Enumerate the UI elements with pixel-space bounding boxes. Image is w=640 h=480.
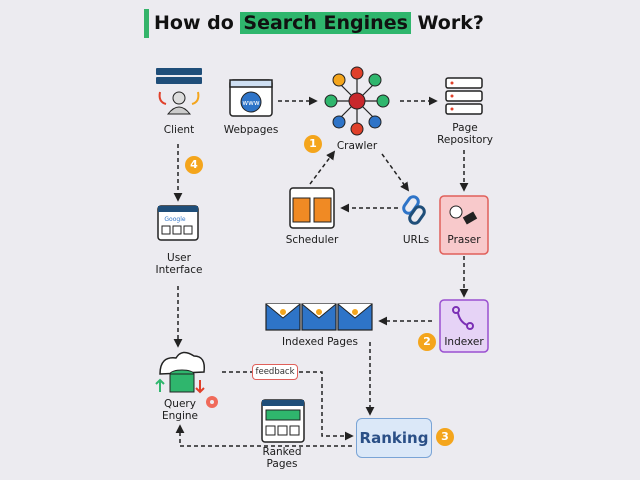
praser-icon bbox=[449, 205, 478, 225]
page-title: How do Search Engines Work? bbox=[154, 8, 484, 38]
step-badge-4: 4 bbox=[185, 156, 203, 174]
indexer-icon bbox=[452, 306, 474, 330]
arrow-ranking-query bbox=[175, 424, 352, 447]
label-user-interface: User Interface bbox=[155, 252, 203, 276]
label-praser: Praser bbox=[447, 234, 481, 246]
title-highlight: Search Engines bbox=[240, 12, 411, 34]
indexer-box bbox=[439, 299, 489, 353]
arrow-crawler-urls bbox=[381, 153, 410, 192]
label-client: Client bbox=[163, 124, 195, 136]
label-ranked-pages: Ranked Pages bbox=[262, 446, 302, 470]
title-suffix: Work? bbox=[410, 12, 484, 34]
user-interface-icon: Google bbox=[157, 205, 199, 241]
ranked-pages-icon bbox=[261, 399, 305, 443]
scheduler-icon bbox=[289, 187, 335, 229]
query-engine-icon bbox=[155, 351, 206, 394]
label-indexer: Indexer bbox=[444, 336, 484, 348]
label-page-repository: Page Repository bbox=[437, 122, 493, 146]
svg-text:www: www bbox=[242, 99, 259, 107]
step-badge-3: 3 bbox=[436, 428, 454, 446]
page-repository-icon bbox=[445, 77, 483, 115]
webpages-icon: www bbox=[229, 79, 273, 117]
step-badge-1: 1 bbox=[304, 135, 322, 153]
crawler-icon bbox=[324, 66, 390, 136]
ranking-box: Ranking bbox=[356, 418, 432, 458]
client-icon bbox=[156, 68, 202, 115]
label-crawler: Crawler bbox=[336, 140, 378, 152]
indexed-pages-icon bbox=[265, 303, 373, 331]
step-badge-2: 2 bbox=[418, 333, 436, 351]
arrow-scheduler-crawler bbox=[309, 150, 336, 185]
title-accent-bar bbox=[144, 9, 149, 38]
label-urls: URLs bbox=[402, 234, 430, 246]
urls-link-icon bbox=[402, 195, 426, 225]
svg-text:Google: Google bbox=[164, 216, 185, 223]
feedback-tag: feedback bbox=[252, 364, 298, 380]
gear-icon bbox=[206, 396, 218, 408]
title-prefix: How do bbox=[154, 12, 241, 34]
label-query-engine: Query Engine bbox=[162, 398, 198, 422]
label-scheduler: Scheduler bbox=[285, 234, 339, 246]
label-indexed-pages: Indexed Pages bbox=[282, 336, 358, 348]
label-webpages: Webpages bbox=[223, 124, 279, 136]
